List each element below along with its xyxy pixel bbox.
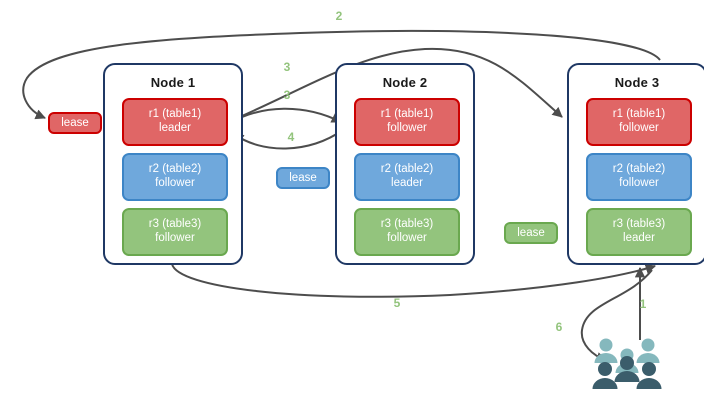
range-r3-node1[interactable]: r3 (table3) follower [122,208,228,256]
node-title: Node 3 [614,75,660,90]
range-role: leader [623,232,655,244]
range-r2-node2[interactable]: r2 (table2) leader [354,153,460,201]
range-r1-node3[interactable]: r1 (table1) follower [586,98,692,146]
range-role: follower [387,232,427,244]
step-label-4: 4 [287,130,295,144]
range-name: r2 (table2) [380,163,434,176]
step-label-1: 1 [639,297,647,311]
step-label-6: 6 [555,320,563,334]
range-name: r3 (table3) [612,218,666,231]
node-title: Node 2 [382,75,428,90]
range-name: r1 (table1) [612,108,666,121]
range-role: follower [619,177,659,189]
lease-badge-r2[interactable]: lease [276,167,330,189]
range-name: r2 (table2) [612,163,666,176]
range-r2-node3[interactable]: r2 (table2) follower [586,153,692,201]
arrow-step-5 [171,263,656,298]
node-title: Node 1 [150,75,196,90]
step-label-5: 5 [393,296,401,310]
node-card-1[interactable]: Node 1 r1 (table1) leader r2 (table2) fo… [103,63,243,265]
range-name: r2 (table2) [148,163,202,176]
people-group-icon [592,338,662,389]
lease-badge-r1[interactable]: lease [48,112,102,134]
range-name: r1 (table1) [148,108,202,121]
arrow-step-3-to-node2 [227,107,342,125]
step-label-3a: 3 [283,60,291,74]
range-r1-node1[interactable]: r1 (table1) leader [122,98,228,146]
range-r3-node3[interactable]: r3 (table3) leader [586,208,692,256]
range-role: leader [391,177,423,189]
range-role: follower [155,232,195,244]
step-label-2: 2 [335,9,343,23]
range-name: r3 (table3) [380,218,434,231]
range-r1-node2[interactable]: r1 (table1) follower [354,98,460,146]
range-name: r1 (table1) [380,108,434,121]
node-card-3[interactable]: Node 3 r1 (table1) follower r2 (table2) … [567,63,704,265]
range-role: follower [155,177,195,189]
lease-badge-r3[interactable]: lease [504,222,558,244]
range-role: follower [619,122,659,134]
range-role: leader [159,122,191,134]
node-card-2[interactable]: Node 2 r1 (table1) follower r2 (table2) … [335,63,475,265]
range-name: r3 (table3) [148,218,202,231]
range-r3-node2[interactable]: r3 (table3) follower [354,208,460,256]
range-role: follower [387,122,427,134]
range-r2-node1[interactable]: r2 (table2) follower [122,153,228,201]
step-label-3b: 3 [283,88,291,102]
